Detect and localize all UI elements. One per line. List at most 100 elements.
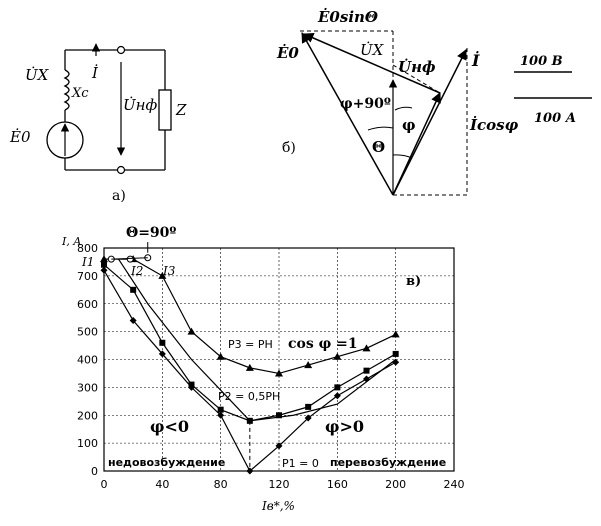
curve-label-p3: P3 = PH [228,338,273,351]
label-unf-phasor: U̇нф [398,58,436,76]
series-point-square [159,339,166,346]
curve-label-i2: I2 [130,264,143,278]
series-point-triangle [304,361,313,369]
series-point-triangle [216,352,225,360]
series-point-square [188,381,195,388]
series-point-triangle [158,271,167,279]
phasor-i [392,49,467,196]
series-point-square [305,403,312,410]
series-point-square [101,261,107,268]
curve-label-cosphi: cos φ =1 [288,336,358,352]
y-tick-label: 700 [77,270,98,283]
label-theta: Θ [372,138,385,156]
arc-phi [392,154,413,159]
circuit-diagram: U̇X Xc İ Ė0 U̇нф Z а) [9,43,187,204]
scale-a-label: 100 А [534,111,576,126]
phasor-diagram: Ė0sinΘ Ė0 U̇X U̇нф İ φ+90º φ Θ İcosφ б) … [276,7,592,196]
region-phi-positive: φ>0 [325,417,364,436]
series-point-diamond [217,411,225,419]
series-point-triangle [100,255,108,263]
series-point-triangle [333,352,342,360]
plot-frame [103,247,455,472]
x-tick-label: 200 [385,478,406,491]
series-point-diamond [158,350,166,358]
label-i: İ [91,64,99,82]
theta-label: Θ=90º [126,225,176,241]
region-overexcitation: перевозбуждение [330,456,446,469]
region-phi-negative: φ<0 [150,417,189,436]
label-unf: U̇нф [123,96,158,114]
label-e0sin: Ė0sinΘ [317,7,378,26]
series-point-square [217,406,224,413]
y-tick-label: 0 [91,465,98,478]
label-z: Z [175,101,187,119]
y-tick-label: 300 [77,381,98,394]
series-point-diamond [333,392,341,400]
region-underexcitation: недовозбуждение [108,456,225,469]
series-point-square [276,412,282,419]
y-tick-label: 800 [77,242,98,255]
curve-start-marker [126,255,134,263]
label-e0-phasor: Ė0 [276,43,299,62]
label-icos: İcosφ [469,115,519,134]
series-point-triangle [245,363,254,371]
label-phi: φ [402,116,416,134]
series-point-diamond [275,442,283,450]
panel-label: в) [406,274,421,289]
x-tick-label: 40 [155,478,169,491]
series-point-diamond [129,316,137,324]
x-tick-label: 120 [269,478,290,491]
series-point-diamond [246,467,254,475]
dashed-ux-ext [392,64,441,94]
series-point-triangle [362,344,371,352]
label-e0: Ė0 [9,128,31,146]
series-point-diamond [100,266,108,274]
label-ux: U̇X [25,66,50,84]
curve-start-connector [111,257,148,260]
label-a: а) [112,188,126,204]
vshape-chart: 0 40 80 120 160 200 240 0 100 200 300 400 500 600 700 8… [61,225,465,513]
label-i-phasor: İ [471,50,480,70]
curve-label-p2: P2 = 0,5PH [218,390,280,403]
series-point-triangle [391,330,400,338]
phasor-e0 [301,32,394,196]
y-tick-label: 400 [77,354,98,367]
x-axis-label: Iв*,% [261,499,295,513]
x-tick-label: 0 [101,478,108,491]
arc-phi90 [394,106,413,111]
series-point-square [246,417,253,424]
label-ux-phasor: U̇X [360,41,385,59]
terminal-top [116,45,126,55]
arc-theta [367,126,394,131]
y-axis-label: I, A [61,235,81,248]
series-point-diamond [363,375,370,383]
x-tick-label: 240 [444,478,465,491]
series-point-square [130,286,137,293]
inductor-coil [63,69,70,111]
label-b: б) [282,140,296,156]
series-point-square [363,367,370,374]
y-tick-label: 500 [77,326,98,339]
series-point-square [392,350,399,357]
series-point-triangle [275,369,283,377]
y-tick-label: 600 [77,298,98,311]
curve-label-i3: I3 [162,264,176,278]
y-tick-label: 200 [77,409,98,422]
x-tick-label: 80 [214,478,228,491]
series-point-square [334,384,341,391]
series-point-triangle [187,327,196,335]
load-impedance [158,89,172,131]
series-point-diamond [392,358,400,366]
y-tick-label: 100 [77,437,98,450]
series-point-diamond [304,414,312,422]
scale-v-label: 100 В [520,54,563,69]
curve-label-p1: P1 = 0 [282,457,319,470]
phasor-ux [303,32,441,94]
terminal-bottom [116,165,126,175]
curve-label-i1: I1 [81,255,94,269]
label-xc: Xc [71,86,89,101]
label-phi90: φ+90º [340,96,391,112]
x-tick-label: 160 [327,478,348,491]
